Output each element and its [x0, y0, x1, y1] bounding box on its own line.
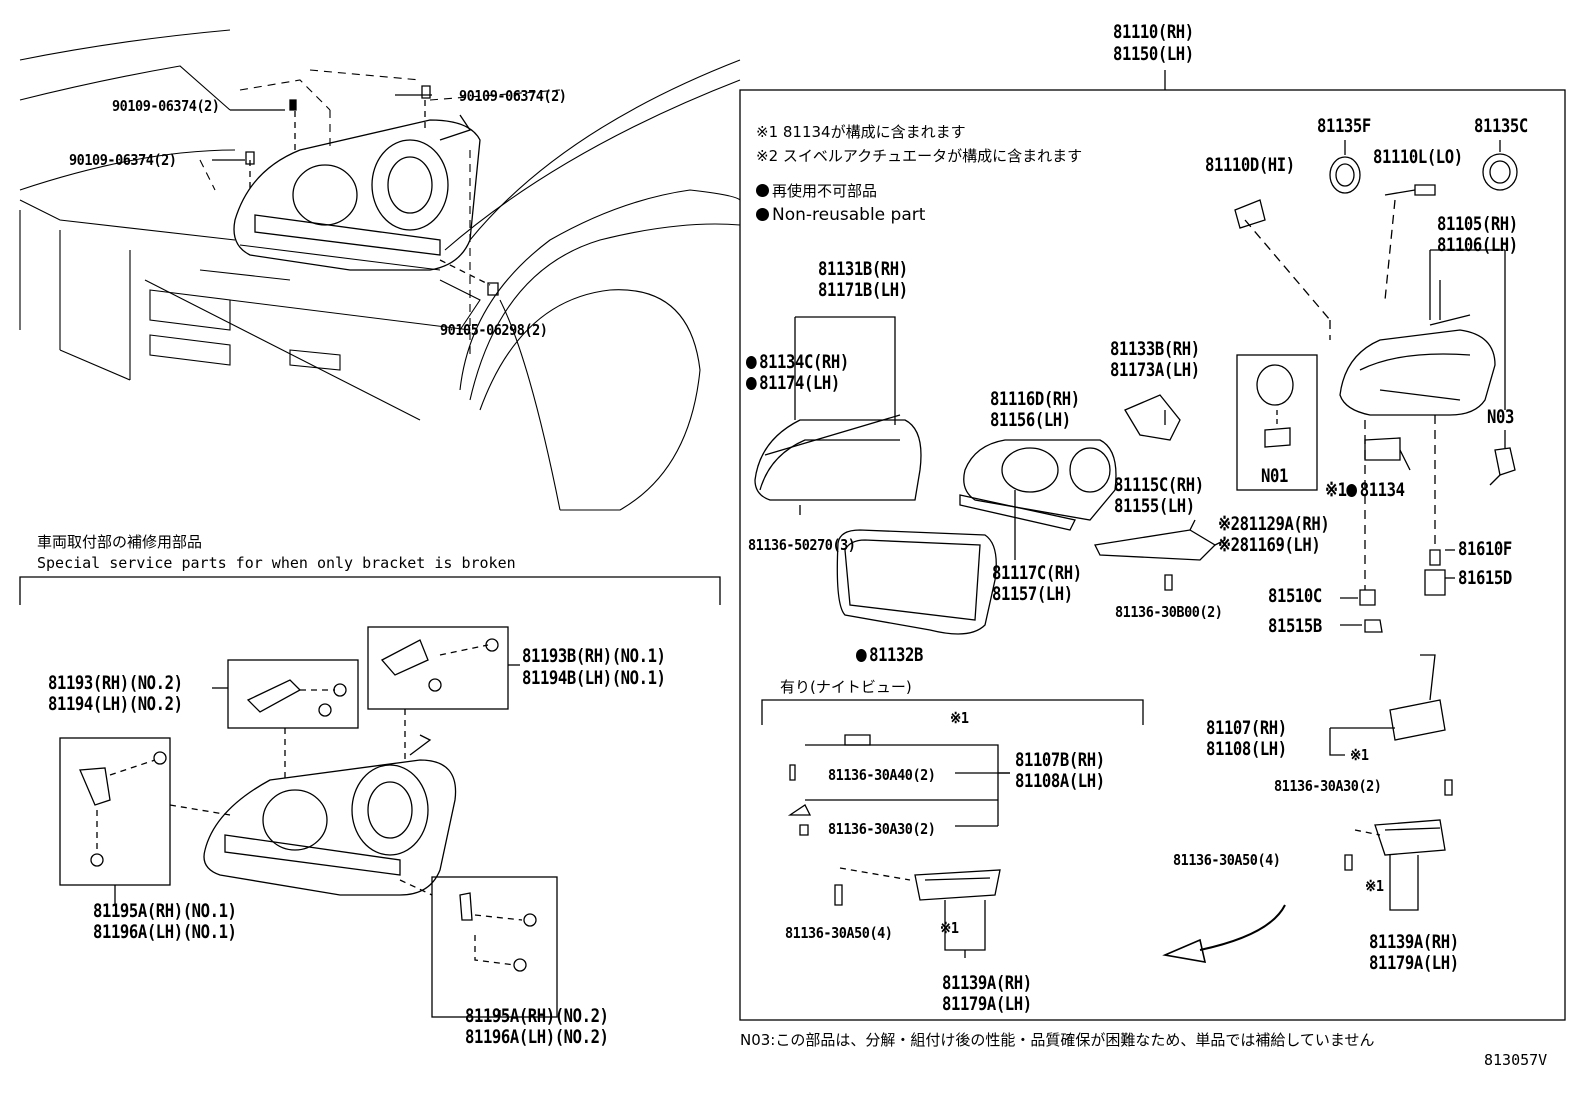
headlamp-service-outline	[203, 734, 457, 896]
nightview-label: 有り(ナイトビュー)	[780, 678, 912, 696]
part-81196a-no2: 81196A(LH)(NO.2)	[465, 1026, 609, 1048]
part-81133b: 81133B(RH)	[1110, 338, 1200, 360]
part-81193: 81193(RH)(NO.2)	[48, 672, 183, 694]
part-81194: 81194(LH)(NO.2)	[48, 693, 183, 715]
mark-1-d: ※1	[1365, 877, 1384, 895]
part-81135c: 81135C	[1474, 115, 1528, 137]
part-81129a-text: 81129A(RH)	[1239, 513, 1330, 535]
part-81106: 81106(LH)	[1437, 234, 1518, 256]
part-81134c-text: 81134C(RH)	[759, 351, 849, 373]
mark-2-text: ※2	[1218, 513, 1240, 535]
exploded-components	[754, 140, 1518, 963]
part-81169: ※281169(LH)	[1218, 534, 1321, 556]
note-1: ※1 81134が構成に含まれます	[756, 123, 966, 141]
part-81194b: 81194B(LH)(NO.1)	[522, 667, 666, 689]
part-81139a-right: 81139A(RH)	[1369, 931, 1459, 953]
part-81193b: 81193B(RH)(NO.1)	[522, 645, 666, 667]
note-2: ※2 スイベルアクチュエータが構成に含まれます	[756, 147, 1083, 165]
mark-1-a: ※1	[950, 709, 969, 727]
part-81139a-left: 81139A(RH)	[942, 972, 1032, 994]
part-81136-30b00: 81136-30B00(2)	[1115, 603, 1223, 621]
part-81115c: 81115C(RH)	[1114, 474, 1204, 496]
part-81157: 81157(LH)	[992, 583, 1073, 605]
part-81136-30a50-left: 81136-30A50(4)	[785, 924, 893, 942]
leader-lines-top-left	[212, 94, 432, 161]
part-81108: 81108(LH)	[1206, 738, 1287, 760]
mark-1-c: ※1	[1350, 746, 1369, 764]
part-81174-text: 81174(LH)	[759, 372, 840, 394]
part-81110d: 81110D(HI)	[1205, 154, 1295, 176]
part-81117c: 81117C(RH)	[992, 562, 1082, 584]
n03-footnote: N03:この部品は、分解・組付け後の性能・品質確保が困難なため、単品では補給して…	[740, 1031, 1375, 1049]
part-81107: 81107(RH)	[1206, 717, 1287, 739]
part-81169-text: 81169(LH)	[1239, 534, 1321, 556]
nonreusable-dot-icon	[746, 356, 757, 369]
part-81136-30a40: 81136-30A40(2)	[828, 766, 936, 784]
nonreusable-dot-icon	[1346, 484, 1358, 497]
headlamp-mounted-outline	[233, 85, 499, 296]
part-81196a-no1: 81196A(LH)(NO.1)	[93, 921, 237, 943]
nonreusable-dot-icon	[746, 377, 757, 390]
nonreusable-jp-text: 再使用不可部品	[772, 182, 878, 200]
part-81129a: ※281129A(RH)	[1218, 513, 1330, 535]
part-81195a-no1: 81195A(RH)(NO.1)	[93, 900, 237, 922]
nonreusable-en-text: Non-reusable part	[772, 205, 926, 225]
screw-90109-left-label: 90109-06374(2)	[112, 97, 220, 115]
bolt-90105-label: 90105-06298(2)	[440, 321, 548, 339]
nonreusable-jp: 再使用不可部品	[756, 181, 877, 201]
exploded-view-frame	[739, 70, 1566, 1021]
nonreusable-en: Non-reusable part	[756, 205, 925, 225]
assembly-rh-label: 81110(RH)	[1113, 21, 1194, 43]
part-81136-50270: 81136-50270(3)	[748, 536, 856, 554]
service-parts-frame	[19, 576, 721, 605]
part-81510c: 81510C	[1268, 585, 1322, 607]
part-81132b-text: 81132B	[869, 644, 923, 666]
screw-90109-right-label: 90109-06374(2)	[459, 87, 567, 105]
part-81173a: 81173A(LH)	[1110, 359, 1200, 381]
part-81134: ※1 81134	[1325, 480, 1405, 500]
part-81136-30a30-right: 81136-30A30(2)	[1274, 777, 1382, 795]
screw-90109-lower-label: 90109-06374(2)	[69, 151, 177, 169]
part-81134c: 81134C(RH)	[746, 352, 849, 372]
part-81179a-left: 81179A(LH)	[942, 993, 1032, 1015]
part-81135f: 81135F	[1317, 115, 1371, 137]
bracket-boxes	[59, 626, 558, 1018]
part-81155: 81155(LH)	[1114, 495, 1195, 517]
part-81171b: 81171B(LH)	[818, 279, 908, 301]
nonreusable-dot-icon	[856, 649, 867, 662]
part-81134-text: 81134	[1359, 479, 1405, 501]
part-81515b: 81515B	[1268, 615, 1322, 637]
part-81136-30a30-left: 81136-30A30(2)	[828, 820, 936, 838]
part-81195a-no2: 81195A(RH)(NO.2)	[465, 1005, 609, 1027]
part-81174: 81174(LH)	[746, 373, 840, 393]
part-81131b: 81131B(RH)	[818, 258, 908, 280]
vehicle-body-outline	[19, 29, 741, 511]
service-parts-jp: 車両取付部の補修用部品	[37, 533, 203, 551]
part-81610f: 81610F	[1458, 538, 1512, 560]
part-81156: 81156(LH)	[990, 409, 1071, 431]
nonreusable-dot-icon	[756, 208, 769, 221]
service-parts-en: Special service parts for when only brac…	[37, 554, 516, 572]
part-81136-30a50-right: 81136-30A50(4)	[1173, 851, 1281, 869]
nonreusable-dot-icon	[756, 184, 769, 197]
figure-number: 813057V	[1484, 1051, 1548, 1069]
part-81107b: 81107B(RH)	[1015, 749, 1105, 771]
n03-label: N03	[1487, 406, 1514, 428]
part-81179a-right: 81179A(LH)	[1369, 952, 1459, 974]
part-81108a: 81108A(LH)	[1015, 770, 1105, 792]
mark-1-b: ※1	[940, 919, 959, 937]
part-81132b: 81132B	[856, 645, 923, 665]
assembly-lh-label: 81150(LH)	[1113, 43, 1194, 65]
mark-2-text: ※2	[1218, 534, 1240, 556]
mark-1-text: ※1	[1325, 479, 1347, 501]
n01-label: N01	[1261, 465, 1288, 487]
part-81116d: 81116D(RH)	[990, 388, 1080, 410]
part-81615d: 81615D	[1458, 567, 1512, 589]
part-81110l: 81110L(LO)	[1373, 146, 1463, 168]
part-81105: 81105(RH)	[1437, 213, 1518, 235]
